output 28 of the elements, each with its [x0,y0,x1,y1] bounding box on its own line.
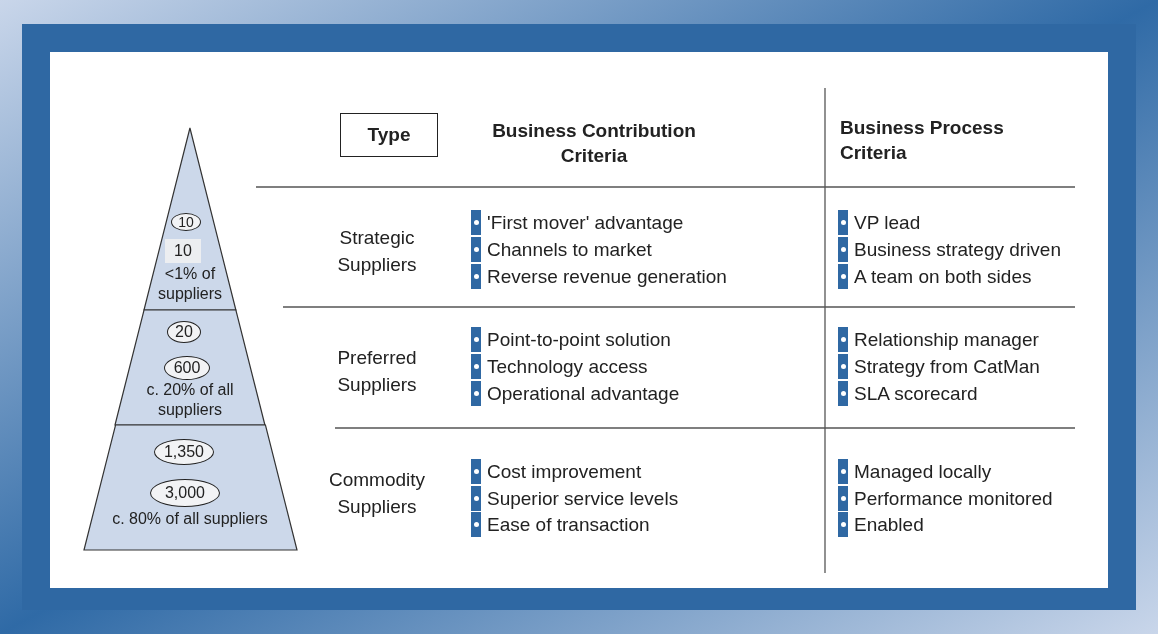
row-header: Preferred Suppliers [336,346,418,397]
count-label: 10 [165,239,201,263]
tier-caption: c. 20% of all suppliers [145,380,235,420]
list-item: Channels to market [487,237,652,262]
list-item: Cost improvement [487,459,642,484]
list-item: VP lead [854,210,921,235]
list-item: Relationship manager [854,327,1039,352]
list-item: 'First mover' advantage [487,210,684,235]
list-item: Operational advantage [487,381,680,406]
row-header: Strategic Suppliers [336,226,418,277]
tier-caption: <1% of suppliers [157,264,223,304]
column-header: Business Process Criteria [840,116,1005,165]
list-item: Business strategy driven [854,237,1061,262]
list-item: SLA scorecard [854,381,978,406]
tier-caption: c. 80% of all suppliers [111,509,269,529]
list-item: Managed locally [854,459,992,484]
row-header: Commodity Suppliers [327,468,427,519]
list-item: Superior service levels [487,486,679,511]
column-header: Business Contribution Criteria [491,119,697,168]
list-item: Enabled [854,512,924,537]
list-item: Point-to-point solution [487,327,671,352]
list-item: A team on both sides [854,264,1032,289]
list-item: Reverse revenue generation [487,264,727,289]
list-item: Ease of transaction [487,512,650,537]
list-item: Strategy from CatMan [854,354,1040,379]
list-item: Technology access [487,354,648,379]
list-item: Performance monitored [854,486,1053,511]
column-header: Type [340,113,438,157]
